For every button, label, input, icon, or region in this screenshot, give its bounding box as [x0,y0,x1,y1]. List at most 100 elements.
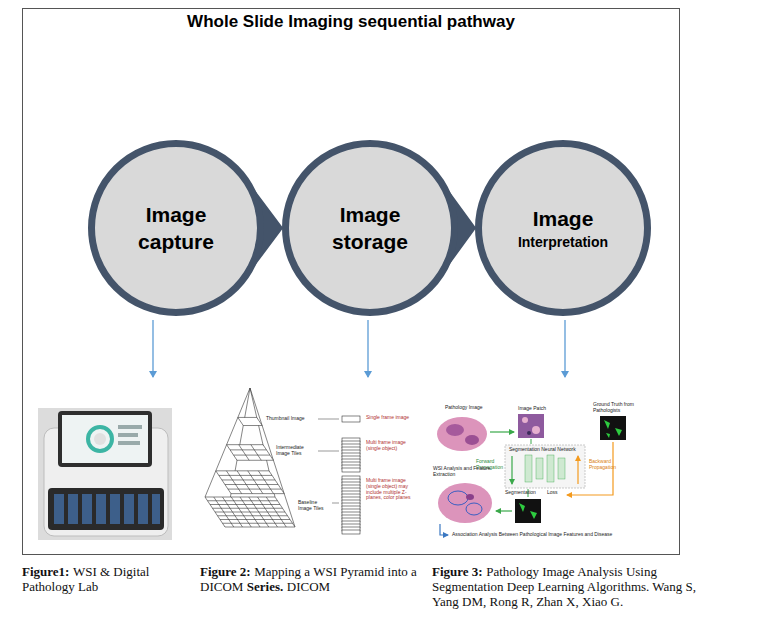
scanner-photo [118,441,140,445]
process-circle: ImageInterpretation [475,140,651,316]
pyramid-layer [205,497,295,527]
figure-label: Multi frame image (single object) may in… [366,478,418,501]
figure-caption: Figure 2:Mapping a WSI Pyramid into a DI… [200,565,425,595]
pathology-pipeline [525,455,565,482]
figure-label: Thumbnail Image [266,416,326,422]
pathology-pipeline [527,431,531,435]
pathology-pipeline [466,494,474,500]
diagram-title: Whole Slide Imaging sequential pathway [22,12,680,32]
tile-line [249,497,269,527]
figure-label: Multi frame image (single object) [366,440,418,452]
dicom-stacks [342,476,360,534]
pathology-pipeline [437,417,487,451]
circle-label: Image [533,205,594,232]
pathology-pipeline [437,414,626,535]
scanner-photo [110,494,120,524]
scanner-photo [68,494,78,524]
caption-text: Figure 3: [432,564,483,579]
process-circle: Image capture [88,140,264,316]
pathology-pipeline [518,414,544,438]
scanner-photo [58,411,152,467]
down-arrow [564,320,565,377]
pathology-pipeline [466,503,482,515]
frame-plane [342,530,360,534]
tile-line [258,497,278,527]
pathology-pipeline [547,455,554,482]
figure-label: Single frame image [366,415,426,421]
pathology-pipeline [448,491,468,505]
pyramid-layer [216,471,284,494]
scanner-photo [54,494,64,524]
figure-label: WSI Analysis and Feature Extraction [433,466,499,478]
pathology-pipeline [515,499,541,523]
pathology-pipeline [446,424,464,436]
circle-label: Image storage [311,201,429,256]
pathology-pipeline [558,458,565,479]
scanner-photo [62,415,148,463]
pathology-pipeline [465,435,479,445]
leader-line [332,503,339,504]
figure-caption: Figure 3:Pathology Image Analysis Using … [432,565,722,610]
circle-label: Image capture [117,201,235,256]
figure-label: Segmentation [505,490,539,496]
leader-line [318,419,339,503]
caption-text: Figure 2: [200,564,251,579]
pathology-pipeline [511,456,512,484]
figure-label: Ground Truth from Pathologists [593,402,641,414]
scanner-photo [152,494,160,524]
dicom-stacks [342,438,360,472]
pathology-pipeline [525,455,532,482]
scanner-photo [38,408,172,540]
scanner-photo [124,494,134,524]
process-circle: Image storage [282,140,458,316]
scanner-photo [48,488,164,530]
tile-line [220,519,290,520]
tile-line [218,515,288,516]
figure-label: Intermediate Image Tiles [276,445,316,457]
scanner-photo [96,494,106,524]
dicom-stacks [342,416,360,422]
caption-text: Figure1: [22,564,69,579]
pathology-pipeline [496,510,512,511]
tile-line [258,471,273,494]
pyramid-layer [238,417,262,425]
tile-line [239,445,249,461]
figure-label: Association Analysis Between Pathologica… [452,532,672,538]
pyramid-layer [227,445,274,461]
down-arrow [153,320,565,377]
tile-line [215,512,285,513]
figure-label: Segmentation Neural Network [509,447,585,453]
scanner-photo [118,433,138,437]
pathology-pipeline [438,483,492,523]
pathology-pipeline [600,416,626,440]
down-arrow [367,320,368,377]
tile-line [223,523,293,524]
pathology-pipeline [505,445,585,488]
tile-line [228,489,281,490]
pathology-pipeline [604,420,622,438]
tile-line [230,449,266,450]
figure-label: Baseline Image Tiles [298,500,330,512]
leader-line [318,419,339,420]
figure-label: Backward Propagation [589,459,623,471]
tile-line [219,475,272,476]
tile-line [266,497,286,527]
pathology-pipeline [490,431,514,432]
scanner-photo [94,433,106,445]
scanner-photo [118,425,142,429]
figure-label: Image Patch [518,406,558,412]
scanner-photo [38,408,172,540]
circle-label: Interpretation [518,233,608,251]
figure-label: Loss [547,490,567,496]
pathology-pipeline [440,524,448,535]
tile-line [225,484,278,485]
caption-text: Series. [247,579,283,594]
pathology-pipeline [531,439,532,444]
figure-label: Pathology Image [445,405,495,411]
scanner-photo [82,494,92,524]
pathology-pipeline [522,417,528,423]
pathology-pipeline [536,458,543,479]
tile-line [251,445,261,461]
pathology-pipeline [532,426,540,434]
tile-line [234,455,270,456]
